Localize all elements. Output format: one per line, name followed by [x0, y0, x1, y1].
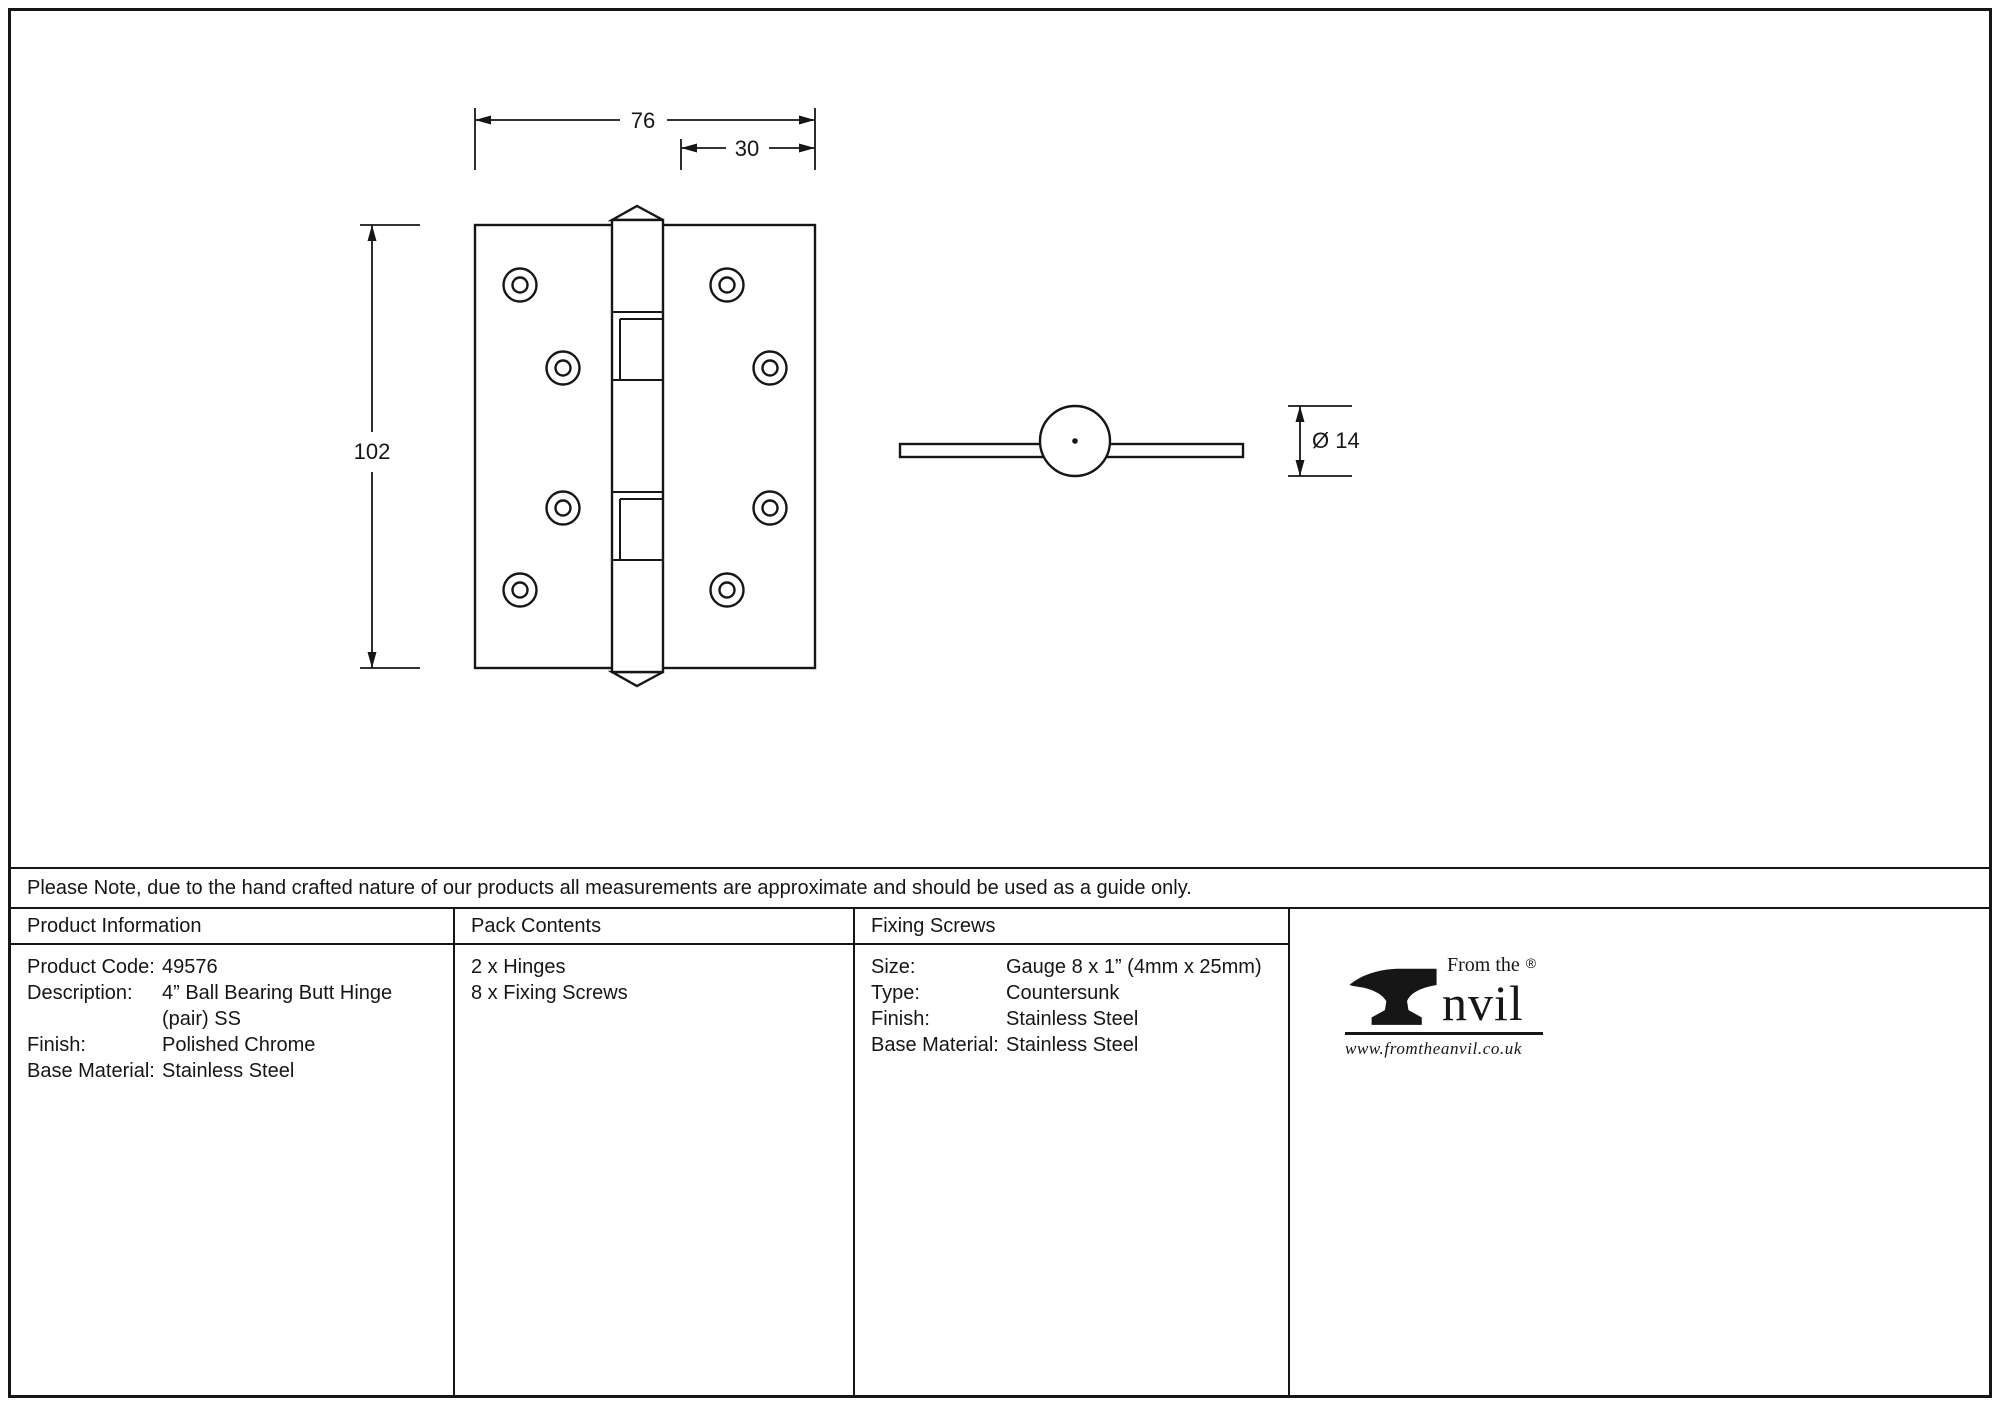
field-label: Base Material: [871, 1034, 999, 1056]
pack-contents-body: 2 x Hinges 8 x Fixing Screws [455, 945, 855, 1395]
field-value: Polished Chrome [162, 1034, 316, 1056]
fixing-screws-row: Type: Countersunk [871, 980, 1272, 1006]
product-info-row: Finish: Polished Chrome [27, 1032, 437, 1058]
field-value: Stainless Steel [1006, 1034, 1139, 1056]
field-label: Size: [871, 956, 916, 978]
field-label: Description: [27, 982, 133, 1004]
logo-divider [1345, 1032, 1543, 1035]
fixing-screws-row: Base Material: Stainless Steel [871, 1032, 1272, 1058]
field-label: Finish: [871, 1008, 930, 1030]
note-bar: Please Note, due to the hand crafted nat… [11, 867, 1989, 909]
pack-contents-header: Pack Contents [455, 909, 855, 945]
dim-height-label: 102 [354, 439, 391, 464]
logo-wordmark: nvil [1442, 975, 1524, 1031]
brand-cell: From the nvil ® www.fromtheanvil.co.uk [1290, 909, 1989, 1395]
field-value: Gauge 8 x 1” (4mm x 25mm) [1006, 956, 1262, 978]
anvil-logo-icon [1349, 968, 1437, 1025]
screw-holes [502, 267, 788, 608]
fixing-screws-body: Size: Gauge 8 x 1” (4mm x 25mm) Type: Co… [855, 945, 1290, 1395]
dim-width-label: 76 [631, 108, 655, 133]
field-label: Type: [871, 982, 920, 1004]
logo-tagline: From the [1447, 954, 1520, 976]
product-info-row: Description: 4” Ball Bearing Butt Hinge … [27, 980, 437, 1032]
product-info-header: Product Information [11, 909, 455, 945]
page-border: 76 30 [8, 8, 1992, 1398]
dimension-width-76: 76 [474, 108, 816, 170]
field-label: Base Material: [27, 1060, 155, 1082]
knuckle-detail [612, 311, 663, 561]
hinge-front-view [473, 204, 817, 688]
dimension-offset-30: 30 [680, 136, 815, 170]
field-value: Stainless Steel [1006, 1008, 1139, 1030]
dimension-diameter-14: Ø 14 [1288, 405, 1360, 477]
hinge-side-view [898, 404, 1245, 478]
pack-contents-item: 2 x Hinges [471, 956, 566, 978]
note-text: Please Note, due to the hand crafted nat… [27, 876, 1192, 899]
anvil-logo: From the nvil ® www.fromtheanvil.co.uk [1345, 955, 1555, 1059]
pin-center-mark [1072, 438, 1078, 444]
field-label: Product Code: [27, 956, 155, 978]
registered-mark: ® [1525, 955, 1537, 971]
fixing-screws-row: Finish: Stainless Steel [871, 1006, 1272, 1032]
field-value: 4” Ball Bearing Butt Hinge (pair) SS [162, 982, 393, 1030]
field-value: Stainless Steel [162, 1060, 295, 1082]
field-label: Finish: [27, 1034, 86, 1056]
dim-diameter-label: Ø 14 [1312, 428, 1360, 453]
fixing-screws-header: Fixing Screws [855, 909, 1290, 945]
product-info-body: Product Code: 49576 Description: 4” Ball… [11, 945, 455, 1395]
product-info-row: Base Material: Stainless Steel [27, 1058, 437, 1084]
logo-url: www.fromtheanvil.co.uk [1345, 1039, 1523, 1058]
fixing-screws-row: Size: Gauge 8 x 1” (4mm x 25mm) [871, 954, 1272, 980]
field-value: 49576 [162, 956, 218, 978]
field-value: Countersunk [1006, 982, 1120, 1004]
product-info-row: Product Code: 49576 [27, 954, 437, 980]
info-section: Please Note, due to the hand crafted nat… [11, 867, 1989, 1395]
technical-drawing: 76 30 [354, 108, 1360, 688]
dim-offset-label: 30 [735, 136, 759, 161]
dimension-height-102: 102 [354, 224, 420, 669]
spec-table: Product Information Pack Contents Fixing… [11, 909, 1989, 1395]
pack-contents-item: 8 x Fixing Screws [471, 982, 628, 1004]
